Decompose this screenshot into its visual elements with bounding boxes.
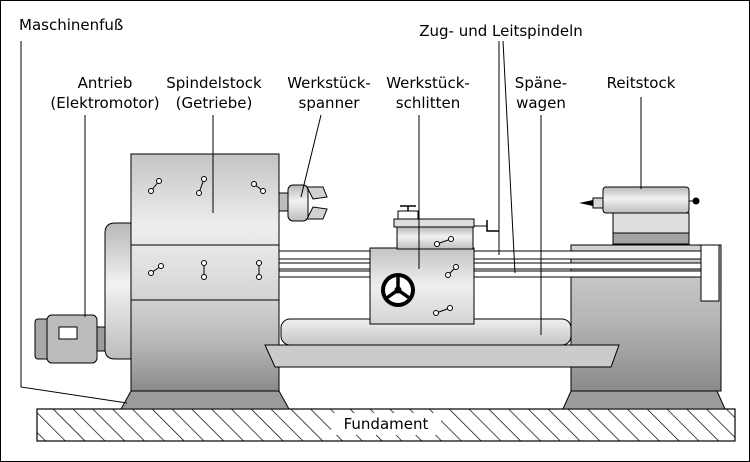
label-antrieb-line1: Antrieb [77,74,133,92]
label-spaenewagen-line1: Späne- [514,74,568,92]
label-reitstock: Reitstock [606,74,676,92]
label-werkstueckschlitten-line2: schlitten [395,94,461,112]
belt-housing [104,222,134,360]
label-spindelstock-line1: Spindelstock [166,74,262,92]
label-zug-leitspindeln: Zug- und Leitspindeln [419,22,583,40]
electric-motor [34,314,106,364]
machine-feet [120,390,726,410]
label-fundament: Fundament [343,415,429,433]
leader-lines [20,40,642,404]
label-werkstueckschlitten-line1: Werkstück- [386,74,470,92]
label-maschinenfuss: Maschinenfuß [19,16,124,34]
workpiece-chuck [278,184,328,222]
headstock [130,153,280,392]
tailstock [579,186,700,245]
label-spindelstock-line2: (Getriebe) [175,94,253,112]
handwheel [381,273,415,307]
label-werkstueckspanner-line1: Werkstück- [287,74,371,92]
label-werkstueckspanner-line2: spanner [298,94,360,112]
chip-trough [264,318,620,368]
lathe-bed [278,250,702,278]
label-spaenewagen-line2: wagen [516,94,566,112]
label-antrieb-line2: (Elektromotor) [50,94,160,112]
fundament [36,408,736,442]
carriage [369,205,499,325]
